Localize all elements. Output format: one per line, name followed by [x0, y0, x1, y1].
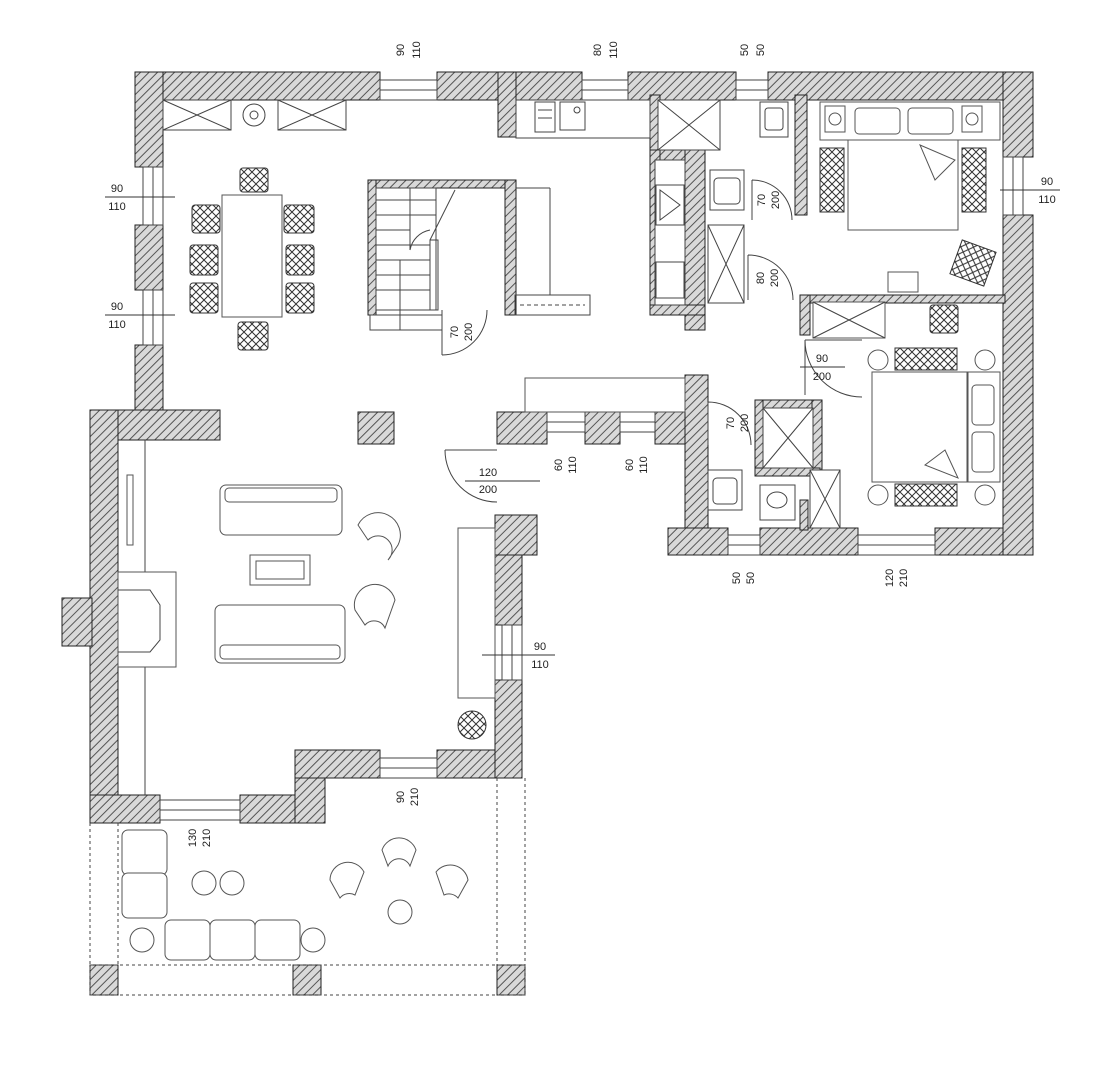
dim-bottom: 200	[770, 191, 782, 209]
dim-bottom: 50	[745, 572, 757, 584]
dim-top: 50	[731, 572, 743, 584]
staircase	[369, 187, 591, 331]
dim-bottom: 110	[531, 659, 549, 671]
dim-top: 120	[884, 569, 896, 587]
dim-top: 70	[449, 326, 461, 338]
top-cabinets	[162, 99, 347, 131]
dim-top: 90	[534, 641, 546, 653]
kitchen	[515, 99, 686, 306]
dim-bottom: 110	[567, 456, 579, 474]
bathroom-lower	[707, 407, 841, 529]
dim-top: 80	[755, 272, 767, 284]
dim-top: 60	[624, 459, 636, 471]
dim-bottom: 200	[739, 414, 751, 432]
dim-bottom: 110	[108, 319, 126, 331]
bedroom-top	[819, 101, 1001, 293]
hall-bench	[524, 377, 686, 413]
dim-top: 50	[739, 44, 751, 56]
dim-bottom: 110	[108, 201, 126, 213]
dim-top: 130	[187, 829, 199, 847]
walls	[61, 71, 1034, 996]
dim-bottom: 200	[479, 484, 497, 496]
dimension-labels: 90 110 80 110 50 50 90 110 90 110 90 110…	[105, 41, 1060, 847]
dim-bottom: 200	[813, 371, 831, 383]
dim-bottom: 110	[608, 41, 620, 59]
dim-top: 90	[111, 301, 123, 313]
dim-bottom: 110	[638, 456, 650, 474]
terrace-furniture	[121, 829, 469, 961]
dim-bottom: 210	[898, 569, 910, 587]
dim-top: 90	[395, 44, 407, 56]
dim-top: 80	[592, 44, 604, 56]
terrace	[89, 778, 526, 996]
dim-bottom: 110	[411, 41, 423, 59]
windows	[142, 79, 1024, 821]
dim-top: 90	[395, 791, 407, 803]
dining-set	[189, 167, 315, 351]
dim-top: 70	[756, 194, 768, 206]
door-swings	[441, 179, 863, 503]
dim-top: 90	[111, 183, 123, 195]
dim-bottom: 50	[755, 44, 767, 56]
bedroom-right	[812, 301, 1001, 507]
living-room	[117, 440, 496, 795]
dim-bottom: 200	[769, 269, 781, 287]
dim-top: 70	[725, 417, 737, 429]
dim-top: 60	[553, 459, 565, 471]
dim-top: 120	[479, 467, 497, 479]
dim-bottom: 200	[463, 323, 475, 341]
bathroom-top	[657, 99, 789, 304]
dim-bottom: 110	[1038, 194, 1056, 206]
dim-bottom: 210	[201, 829, 213, 847]
dim-bottom: 210	[409, 788, 421, 806]
dim-top: 90	[816, 353, 828, 365]
dim-top: 90	[1041, 176, 1053, 188]
